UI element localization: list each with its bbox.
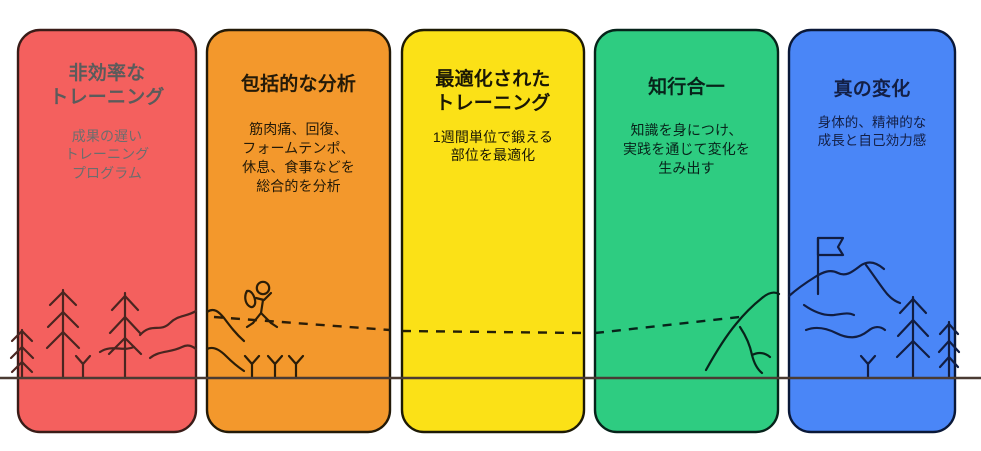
panel-shape-yellow [400, 28, 586, 434]
panel-comprehensive-analysis[interactable] [205, 28, 392, 434]
orange-panel-line-art [205, 308, 305, 380]
panel-optimized-training[interactable] [400, 28, 586, 434]
panel-true-change[interactable] [787, 28, 961, 434]
panel-shape-orange [205, 28, 392, 434]
blue-panel-line-art [787, 236, 961, 380]
green-panel-mountain [704, 291, 781, 375]
summit-flag-cloth-icon [816, 236, 845, 257]
panel-inefficient-training[interactable] [9, 28, 198, 434]
dashed-path [213, 315, 741, 335]
hiker-backpack-icon [244, 289, 257, 309]
red-panel-line-art [9, 288, 198, 380]
panel-unity-knowledge-action[interactable] [593, 28, 781, 434]
panel-shape-green [593, 28, 780, 434]
hiker-head-icon [255, 280, 271, 296]
panel-shape-red [16, 28, 198, 434]
panel-shape-blue [787, 28, 957, 434]
